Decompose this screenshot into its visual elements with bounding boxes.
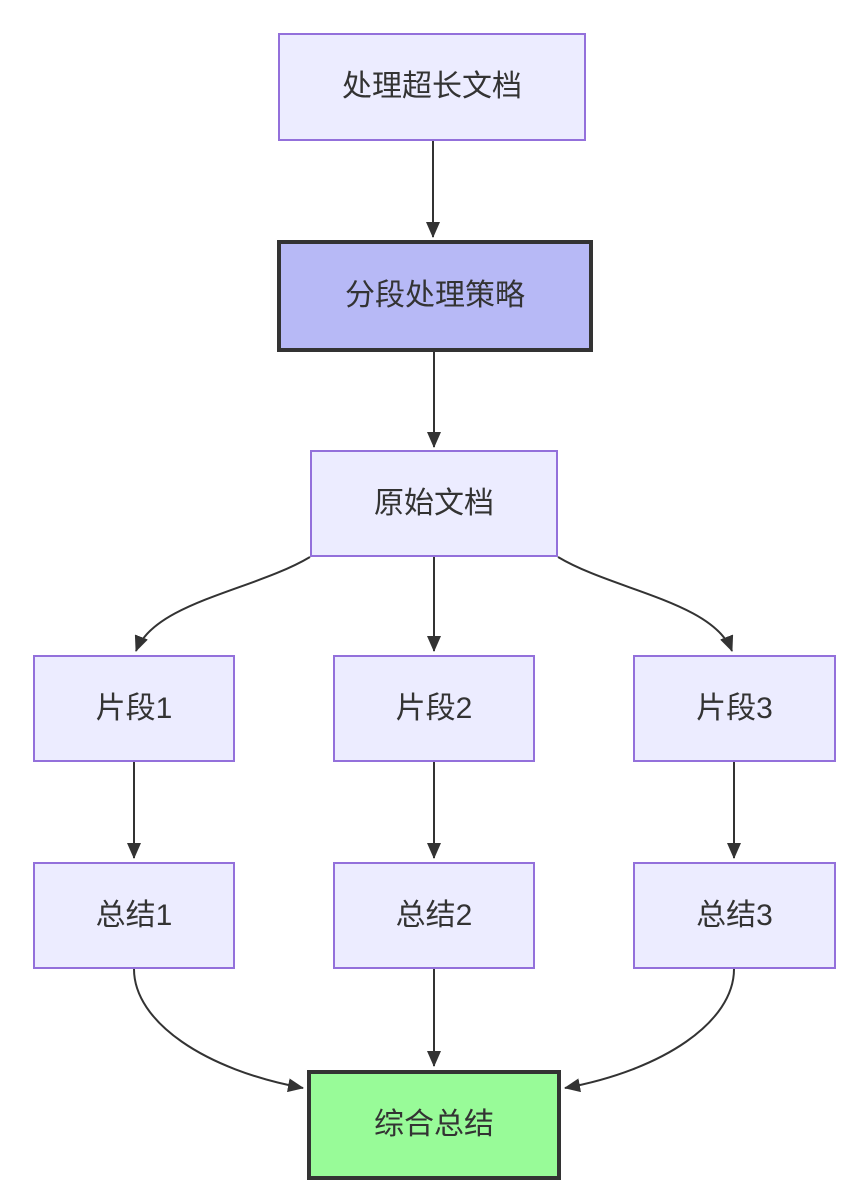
edge-summary-1-to-combined xyxy=(133,968,304,1093)
node-fragment-1: 片段1 xyxy=(33,655,235,762)
node-label: 片段3 xyxy=(696,691,773,725)
node-label: 片段2 xyxy=(395,691,473,725)
node-label: 原始文档 xyxy=(374,486,494,520)
node-label: 综合总结 xyxy=(374,1108,494,1141)
node-summary-2: 总结2 xyxy=(333,862,535,969)
node-label: 总结3 xyxy=(696,898,773,932)
node-summary-3: 总结3 xyxy=(633,862,836,969)
node-original-document: 原始文档 xyxy=(310,450,558,557)
node-segmented-processing-strategy: 分段处理策略 xyxy=(277,240,593,352)
node-summary-1: 总结1 xyxy=(33,862,235,969)
node-label: 处理超长文档 xyxy=(342,70,522,103)
edge-summary-3-to-combined xyxy=(564,968,735,1093)
node-label: 总结2 xyxy=(395,898,473,932)
node-label: 片段1 xyxy=(95,691,173,725)
edge-original-to-fragment-1 xyxy=(134,556,311,652)
edge-original-to-fragment-3 xyxy=(557,556,734,652)
node-label: 总结1 xyxy=(95,898,173,932)
node-label: 分段处理策略 xyxy=(345,279,525,312)
node-combined-summary: 综合总结 xyxy=(307,1070,561,1180)
node-process-long-document: 处理超长文档 xyxy=(278,33,586,141)
node-fragment-3: 片段3 xyxy=(633,655,836,762)
node-fragment-2: 片段2 xyxy=(333,655,535,762)
